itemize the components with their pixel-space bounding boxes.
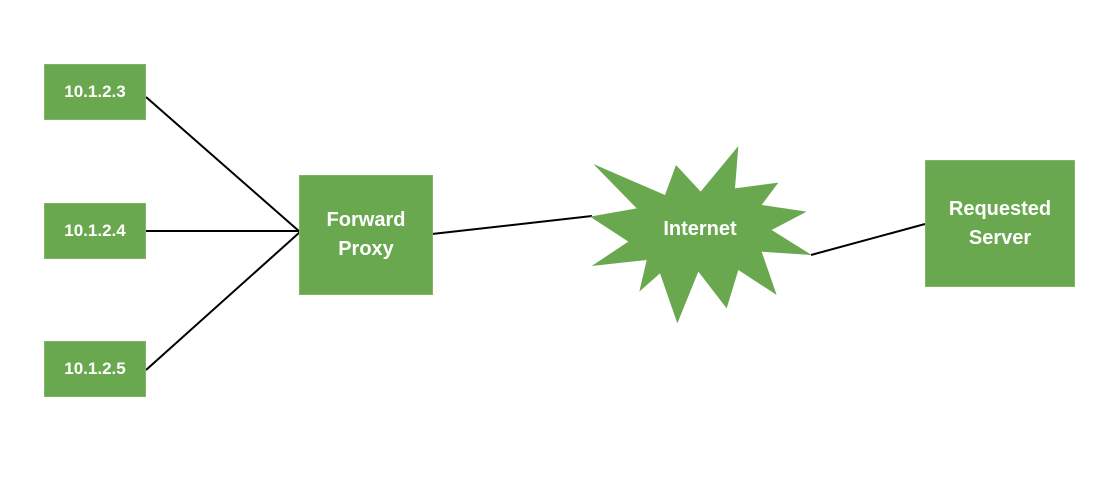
internet-cloud-shape[interactable] [580, 140, 820, 330]
client-node-1[interactable]: 10.1.2.3 [44, 64, 146, 120]
requested-server-node[interactable]: Requested Server [925, 160, 1075, 287]
edge-client3-proxy [145, 231, 301, 371]
server-label-line2: Server [968, 226, 1032, 249]
client-node-3[interactable]: 10.1.2.5 [44, 341, 146, 397]
proxy-label-line1: Forward [326, 209, 406, 231]
forward-proxy-node[interactable]: Forward Proxy [299, 175, 433, 295]
edge-internet-server [810, 223, 926, 256]
edge-proxy-internet [431, 215, 593, 235]
internet-label: Internet [663, 218, 737, 240]
edge-client1-proxy [145, 96, 301, 233]
proxy-label-line2: Proxy [338, 238, 394, 260]
server-label-line1: Requested [948, 197, 1052, 220]
client-node-2[interactable]: 10.1.2.4 [44, 203, 146, 259]
